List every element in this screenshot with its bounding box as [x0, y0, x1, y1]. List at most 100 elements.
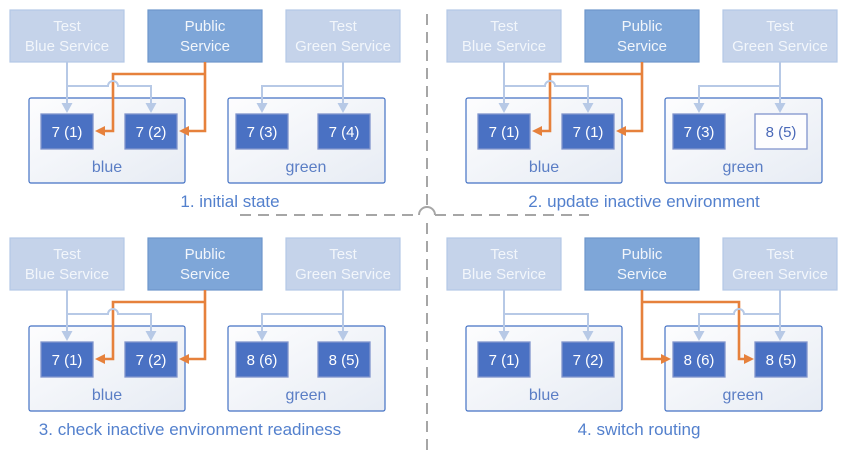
blue-arrowhead-icon — [61, 331, 73, 341]
task-label: 7 (1) — [573, 124, 604, 141]
test-route-arrow — [698, 308, 780, 331]
task-box — [40, 341, 94, 378]
public-service-label-line2: Service — [180, 266, 230, 283]
blue-arrowhead-icon — [498, 331, 510, 341]
task-box — [317, 113, 371, 150]
task-label: 8 (5) — [766, 352, 797, 369]
panel-switch-routing: Test Blue Service Public Service Test Gr… — [424, 228, 848, 456]
test-green-service-label-line1: Test — [329, 246, 357, 263]
task-box — [124, 113, 178, 150]
task-box — [561, 341, 615, 378]
public-service-box — [584, 9, 700, 63]
public-service-box — [584, 237, 700, 291]
public-service-label-line1: Public — [185, 246, 226, 263]
task-label: 7 (1) — [52, 124, 83, 141]
task-label: 8 (5) — [766, 124, 797, 141]
task-label: 8 (6) — [684, 352, 715, 369]
test-blue-service-label-line1: Test — [490, 18, 518, 35]
test-route-arrow — [504, 80, 589, 103]
task-label: 7 (1) — [52, 352, 83, 369]
test-blue-service-box — [446, 9, 562, 63]
task-box — [754, 341, 808, 378]
orange-arrowhead-icon — [532, 126, 542, 136]
test-blue-service-box — [9, 237, 125, 291]
task-label: 7 (4) — [329, 124, 360, 141]
task-label: 7 (2) — [136, 124, 167, 141]
public-route-arrow — [105, 72, 205, 133]
public-service-box — [147, 9, 263, 63]
test-green-service-label-line2: Green Service — [732, 266, 828, 283]
test-route-arrow — [67, 308, 152, 331]
test-route-arrow — [504, 313, 589, 331]
task-box-new-version — [754, 113, 808, 150]
test-green-service-label-line2: Green Service — [295, 266, 391, 283]
blue-arrowhead-icon — [693, 103, 705, 113]
task-box — [672, 341, 726, 378]
blue-arrowhead-icon — [582, 331, 594, 341]
public-route-arrow — [189, 62, 207, 133]
test-green-service-label-line1: Test — [329, 18, 357, 35]
panel-caption: 4. switch routing — [578, 420, 701, 439]
orange-arrowhead-icon — [95, 126, 105, 136]
orange-arrowhead-icon — [179, 126, 189, 136]
blue-arrowhead-icon — [582, 103, 594, 113]
public-route-arrow — [640, 290, 661, 361]
task-box — [477, 341, 531, 378]
test-blue-service-label-line2: Blue Service — [25, 38, 109, 55]
blue-environment-label: blue — [92, 387, 122, 404]
test-route-arrow — [67, 80, 152, 103]
test-green-service-label-line1: Test — [766, 246, 794, 263]
blue-environment-label: blue — [529, 387, 559, 404]
task-label: 8 (5) — [329, 352, 360, 369]
public-service-label-line1: Public — [622, 18, 663, 35]
green-environment-label: green — [286, 387, 327, 404]
panel-caption: 2. update inactive environment — [528, 192, 760, 211]
blue-arrowhead-icon — [337, 103, 349, 113]
task-box — [235, 113, 289, 150]
test-blue-service-box — [9, 9, 125, 63]
orange-arrowhead-icon — [616, 126, 626, 136]
test-blue-service-label-line1: Test — [490, 246, 518, 263]
test-blue-service-label-line2: Blue Service — [462, 266, 546, 283]
panel-caption: 3. check inactive environment readiness — [39, 420, 341, 439]
test-green-service-box — [285, 237, 401, 291]
test-green-service-box — [285, 9, 401, 63]
blue-environment-label: blue — [92, 159, 122, 176]
task-label: 7 (3) — [247, 124, 278, 141]
public-service-label-line2: Service — [180, 38, 230, 55]
green-environment-label: green — [286, 159, 327, 176]
orange-arrowhead-icon — [661, 354, 671, 364]
orange-arrowhead-icon — [744, 354, 754, 364]
task-label: 7 (2) — [573, 352, 604, 369]
panel-caption: 1. initial state — [180, 192, 279, 211]
public-route-arrow — [626, 62, 644, 133]
test-green-service-label-line2: Green Service — [295, 38, 391, 55]
test-blue-service-label-line1: Test — [53, 246, 81, 263]
public-service-label-line1: Public — [622, 246, 663, 263]
test-route-arrow — [261, 85, 343, 103]
task-box — [477, 113, 531, 150]
task-label: 7 (2) — [136, 352, 167, 369]
public-route-arrow — [105, 300, 205, 361]
task-box — [672, 113, 726, 150]
test-blue-service-label-line2: Blue Service — [25, 266, 109, 283]
task-label: 8 (6) — [247, 352, 278, 369]
task-label: 7 (1) — [489, 352, 520, 369]
task-label: 7 (3) — [684, 124, 715, 141]
test-route-arrow — [698, 85, 780, 103]
blue-environment-label: blue — [529, 159, 559, 176]
blue-arrowhead-icon — [774, 103, 786, 113]
test-blue-service-label-line2: Blue Service — [462, 38, 546, 55]
task-box — [317, 341, 371, 378]
test-green-service-label-line1: Test — [766, 18, 794, 35]
test-green-service-box — [722, 237, 838, 291]
test-route-arrow — [261, 313, 343, 331]
blue-arrowhead-icon — [256, 103, 268, 113]
orange-arrowhead-icon — [95, 354, 105, 364]
blue-arrowhead-icon — [774, 331, 786, 341]
green-environment-label: green — [723, 387, 764, 404]
blue-arrowhead-icon — [145, 103, 157, 113]
public-service-label-line1: Public — [185, 18, 226, 35]
task-label: 7 (1) — [489, 124, 520, 141]
